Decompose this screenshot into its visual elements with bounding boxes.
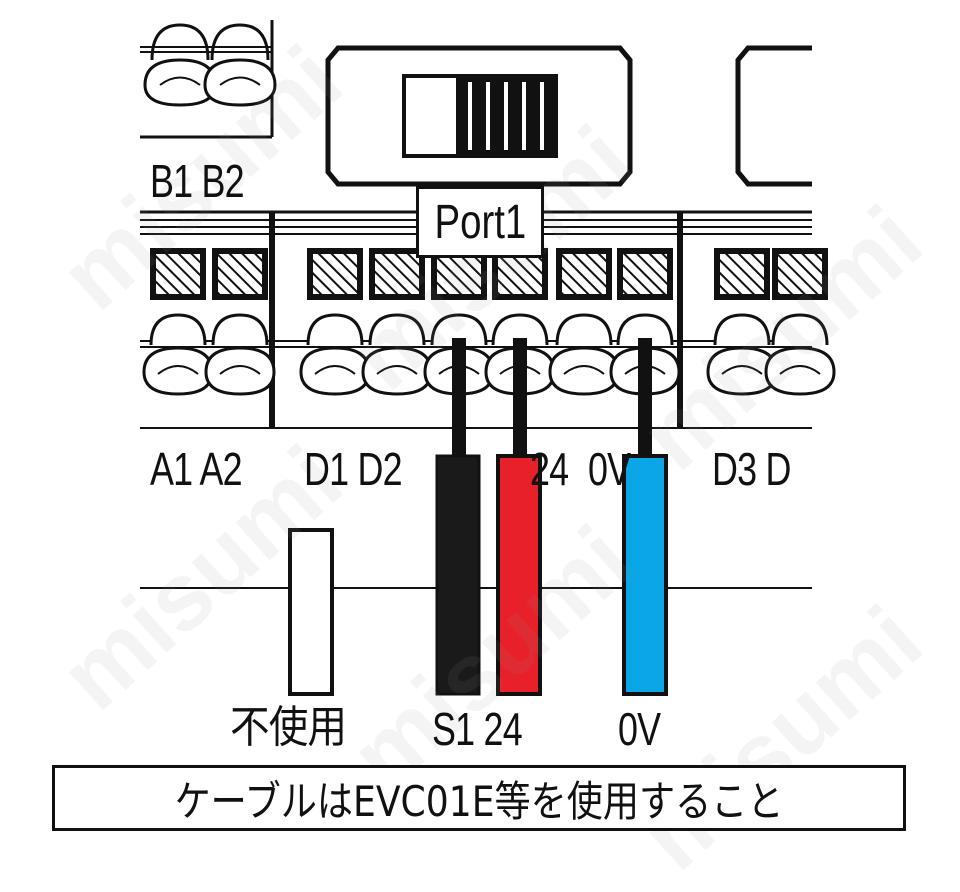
caption-box: ケーブルはEVC01E等を使用すること [52,765,906,831]
wire-s1-core [452,338,466,456]
label-d1-d2: D1 D2 [304,443,403,495]
wire-s1-black [435,454,481,696]
terminal-screw [361,248,433,396]
terminal-screw [548,248,620,396]
screw-b1 [143,23,217,107]
label-b1-b2: B1 B2 [150,155,245,207]
wires [452,338,652,456]
port-label: Port1 [434,195,526,249]
label-unused: 不使用 [230,702,347,753]
partial-connector-right [735,45,812,187]
label-0v: 0V [618,703,661,755]
wire-0v-core [638,338,652,456]
wire-24-core [513,338,527,456]
terminal-screw [484,248,556,396]
label-24-terminal: 24 [530,443,569,495]
label-s1-24: S1 24 [432,703,523,755]
b-terminal-block [140,20,277,139]
wire-0v-blue [622,454,668,696]
port-connector [325,45,633,187]
wiring-diagram [140,20,836,696]
port-label-box: Port1 [416,186,544,258]
wire-unused-white [288,528,334,696]
label-a1-a2: A1 A2 [150,443,243,495]
terminal-screw [142,248,214,396]
wire-24-red [496,454,542,696]
terminal-screw [764,248,836,396]
terminal-screw [204,248,276,396]
label-d3: D3 D [712,443,791,495]
label-0v-terminal: 0V [588,443,631,495]
terminal-screw [706,248,778,396]
terminal-screw [299,248,371,396]
caption-text: ケーブルはEVC01E等を使用すること [174,776,784,826]
